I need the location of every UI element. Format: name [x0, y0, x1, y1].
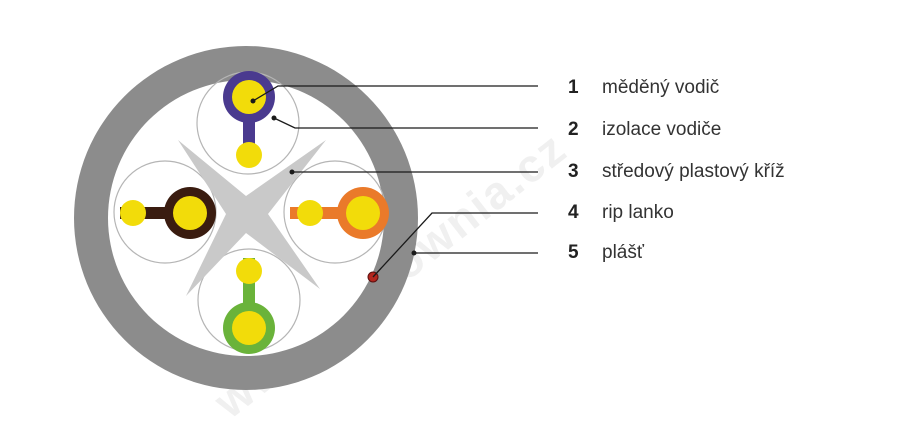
- legend-number: 1: [568, 77, 579, 98]
- legend-number: 5: [568, 242, 579, 263]
- pair-brown: [120, 187, 216, 239]
- legend-label: rip lanko: [602, 202, 674, 223]
- leader-line-1: [252, 85, 538, 102]
- leader-lines: [252, 85, 538, 278]
- leader-line-4: [372, 212, 538, 278]
- legend-item-3: 3 středový plastový kříž: [568, 161, 785, 182]
- pair-green: [223, 258, 275, 354]
- center-cross-spline: [178, 140, 326, 296]
- pair-blue: [223, 71, 275, 168]
- legend-number: 4: [568, 202, 579, 223]
- legend-number: 2: [568, 119, 579, 140]
- legend-number: 3: [568, 161, 579, 182]
- pair-orange: [290, 187, 389, 239]
- leader-endpoints: [250, 98, 417, 256]
- legend-label: měděný vodič: [602, 77, 719, 98]
- legend-label: izolace vodiče: [602, 119, 721, 140]
- legend-item-5: 5 plášť: [568, 242, 645, 263]
- legend-label: plášť: [602, 242, 645, 263]
- legend-item-4: 4 rip lanko: [568, 202, 674, 223]
- legend-item-1: 1 měděný vodič: [568, 77, 719, 98]
- legend-label: středový plastový kříž: [602, 161, 785, 182]
- legend: 1 měděný vodič 2 izolace vodiče 3 středo…: [568, 77, 785, 263]
- legend-item-2: 2 izolace vodiče: [568, 119, 721, 140]
- leader-line-2: [273, 117, 538, 129]
